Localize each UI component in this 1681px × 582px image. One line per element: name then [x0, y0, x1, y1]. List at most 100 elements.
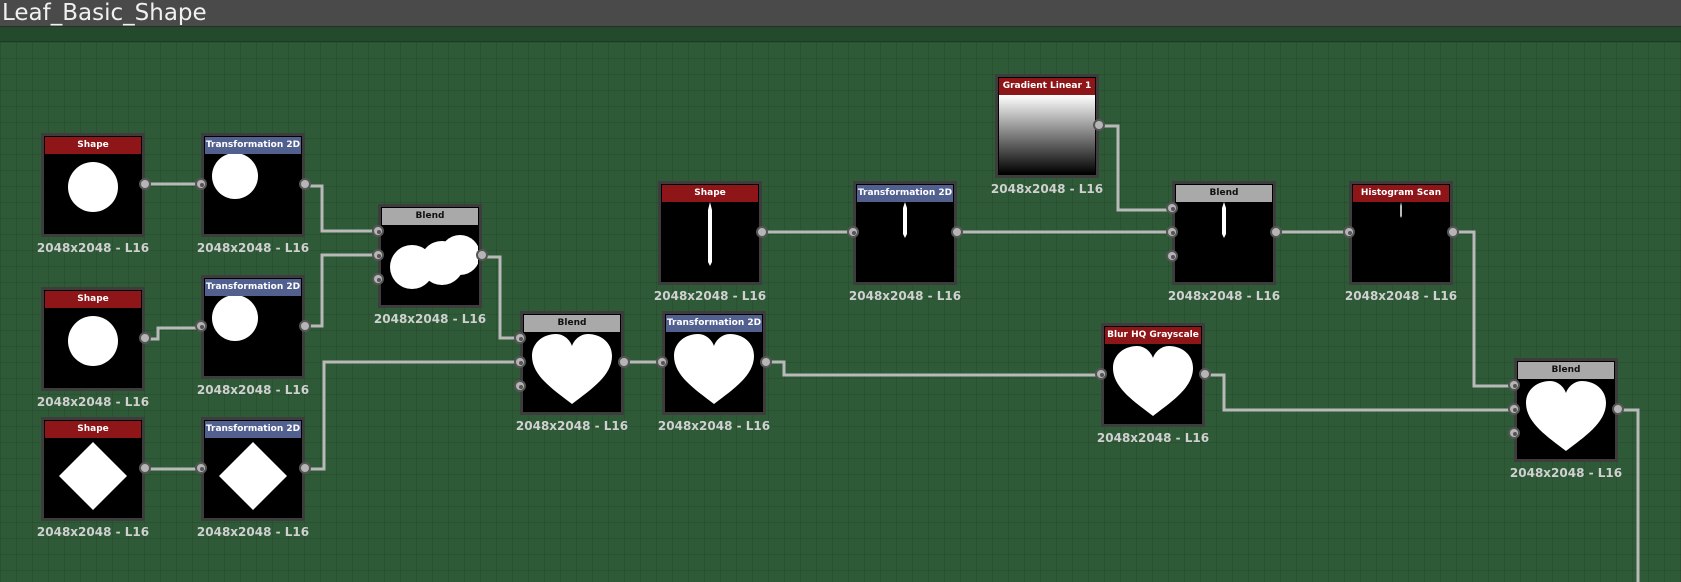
wire[interactable] — [1094, 124, 1178, 212]
node-thumbnail — [666, 332, 762, 411]
input-port[interactable] — [195, 462, 207, 474]
input-port[interactable] — [1343, 226, 1355, 238]
input-port[interactable] — [514, 380, 526, 392]
output-port[interactable] — [299, 320, 311, 332]
input-port[interactable] — [195, 320, 207, 332]
graph-node-shape[interactable]: Shape 2048x2048 - L16 — [37, 287, 151, 409]
output-port[interactable] — [760, 356, 772, 368]
node-resolution-label: 2048x2048 - L16 — [36, 395, 150, 409]
wire[interactable] — [302, 360, 525, 471]
node-thumbnail — [382, 225, 478, 304]
input-port[interactable] — [514, 356, 526, 368]
graph-node-transformation-2d[interactable]: Transformation 2D 2048x2048 - L16 — [656, 311, 772, 433]
node-title: Blend — [1176, 185, 1272, 202]
input-port[interactable] — [1166, 202, 1178, 214]
output-port[interactable] — [1093, 119, 1105, 131]
output-port[interactable] — [476, 249, 488, 261]
wire[interactable] — [1451, 230, 1520, 388]
node-thumbnail — [205, 154, 301, 233]
graph-node-histogram-scan[interactable]: Histogram Scan 2048x2048 - L16 — [1343, 181, 1459, 303]
wire[interactable] — [302, 184, 384, 233]
output-port[interactable] — [618, 356, 630, 368]
input-port[interactable] — [372, 249, 384, 261]
node-resolution-label: 2048x2048 - L16 — [196, 383, 310, 397]
input-port[interactable] — [847, 226, 859, 238]
node-resolution-label: 2048x2048 - L16 — [653, 289, 767, 303]
output-port[interactable] — [139, 332, 151, 344]
output-port[interactable] — [1612, 403, 1624, 415]
wire[interactable] — [1615, 408, 1640, 582]
node-thumbnail — [662, 202, 758, 281]
wire[interactable] — [764, 360, 1106, 377]
output-port[interactable] — [1447, 226, 1459, 238]
node-thumbnail — [45, 154, 141, 233]
wire[interactable] — [142, 326, 204, 341]
node-title: Blur HQ Grayscale — [1105, 327, 1201, 344]
input-port[interactable] — [1508, 403, 1520, 415]
graph-node-transformation-2d[interactable]: Transformation 2D 2048x2048 - L16 — [847, 181, 963, 303]
input-port[interactable] — [656, 356, 668, 368]
node-title: Blend — [1518, 362, 1614, 379]
input-port[interactable] — [1166, 226, 1178, 238]
node-thumbnail — [857, 202, 953, 281]
node-thumbnail — [1105, 344, 1201, 423]
node-resolution-label: 2048x2048 - L16 — [36, 525, 150, 539]
node-title: Transformation 2D — [666, 315, 762, 332]
graph-node-blend[interactable]: Blend 2048x2048 - L16 — [1508, 358, 1624, 480]
node-title: Blend — [524, 315, 620, 332]
input-port[interactable] — [514, 332, 526, 344]
output-port[interactable] — [951, 226, 963, 238]
node-thumbnail — [45, 438, 141, 517]
output-port[interactable] — [139, 462, 151, 474]
node-graph-canvas[interactable] — [0, 42, 1681, 582]
node-title: Transformation 2D — [205, 279, 301, 296]
output-port[interactable] — [139, 178, 151, 190]
node-thumbnail — [1353, 202, 1449, 281]
input-port[interactable] — [1166, 250, 1178, 262]
node-resolution-label: 2048x2048 - L16 — [657, 419, 771, 433]
input-port[interactable] — [372, 273, 384, 285]
input-port[interactable] — [372, 225, 384, 237]
node-thumbnail — [1518, 379, 1614, 458]
node-thumbnail — [524, 332, 620, 411]
output-port[interactable] — [1199, 368, 1211, 380]
node-title: Shape — [662, 185, 758, 202]
node-title: Gradient Linear 1 — [999, 78, 1095, 95]
node-resolution-label: 2048x2048 - L16 — [1509, 466, 1623, 480]
node-title: Transformation 2D — [857, 185, 953, 202]
graph-node-transformation-2d[interactable]: Transformation 2D 2048x2048 - L16 — [195, 275, 311, 397]
graph-node-blur-hq-grayscale[interactable]: Blur HQ Grayscale 2048x2048 - L16 — [1095, 323, 1211, 445]
wire[interactable] — [302, 253, 384, 328]
output-port[interactable] — [756, 226, 768, 238]
wire[interactable] — [1203, 373, 1520, 412]
node-title: Shape — [45, 421, 141, 438]
graph-header-band — [0, 27, 1681, 42]
node-resolution-label: 2048x2048 - L16 — [848, 289, 962, 303]
output-port[interactable] — [1270, 226, 1282, 238]
input-port[interactable] — [195, 178, 207, 190]
output-port[interactable] — [299, 462, 311, 474]
graph-node-shape[interactable]: Shape 2048x2048 - L16 — [37, 417, 151, 539]
graph-node-shape[interactable]: Shape 2048x2048 - L16 — [654, 181, 768, 303]
node-resolution-label: 2048x2048 - L16 — [1096, 431, 1210, 445]
node-thumbnail — [45, 308, 141, 387]
input-port[interactable] — [1095, 368, 1107, 380]
node-resolution-label: 2048x2048 - L16 — [36, 241, 150, 255]
node-thumbnail — [999, 95, 1095, 174]
node-resolution-label: 2048x2048 - L16 — [1344, 289, 1458, 303]
input-port[interactable] — [1508, 379, 1520, 391]
input-port[interactable] — [1508, 427, 1520, 439]
node-title: Histogram Scan — [1353, 185, 1449, 202]
node-title: Shape — [45, 291, 141, 308]
node-title: Transformation 2D — [205, 421, 301, 438]
wire[interactable] — [482, 255, 525, 340]
node-resolution-label: 2048x2048 - L16 — [373, 312, 487, 326]
output-port[interactable] — [299, 178, 311, 190]
